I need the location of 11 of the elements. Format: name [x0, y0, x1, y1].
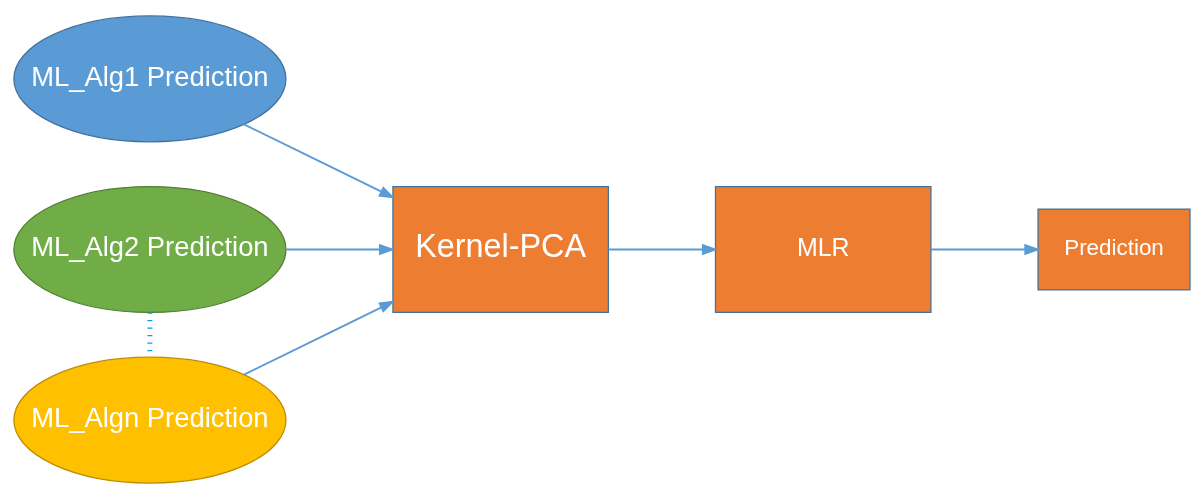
arrow: [243, 123, 396, 199]
arrow: [607, 243, 719, 256]
node-box: MLR: [714, 186, 932, 313]
node-box: Prediction: [1037, 208, 1191, 291]
node-ellipse: ML_Alg1 Prediction: [13, 15, 287, 143]
arrow: [243, 300, 396, 376]
arrow: [930, 243, 1041, 256]
node-ellipse: ML_Alg2 Prediction: [13, 186, 287, 313]
node-ellipse: ML_Algn Prediction: [13, 356, 287, 484]
arrow: [285, 243, 396, 256]
node-box: Kernel-PCA: [392, 186, 609, 313]
